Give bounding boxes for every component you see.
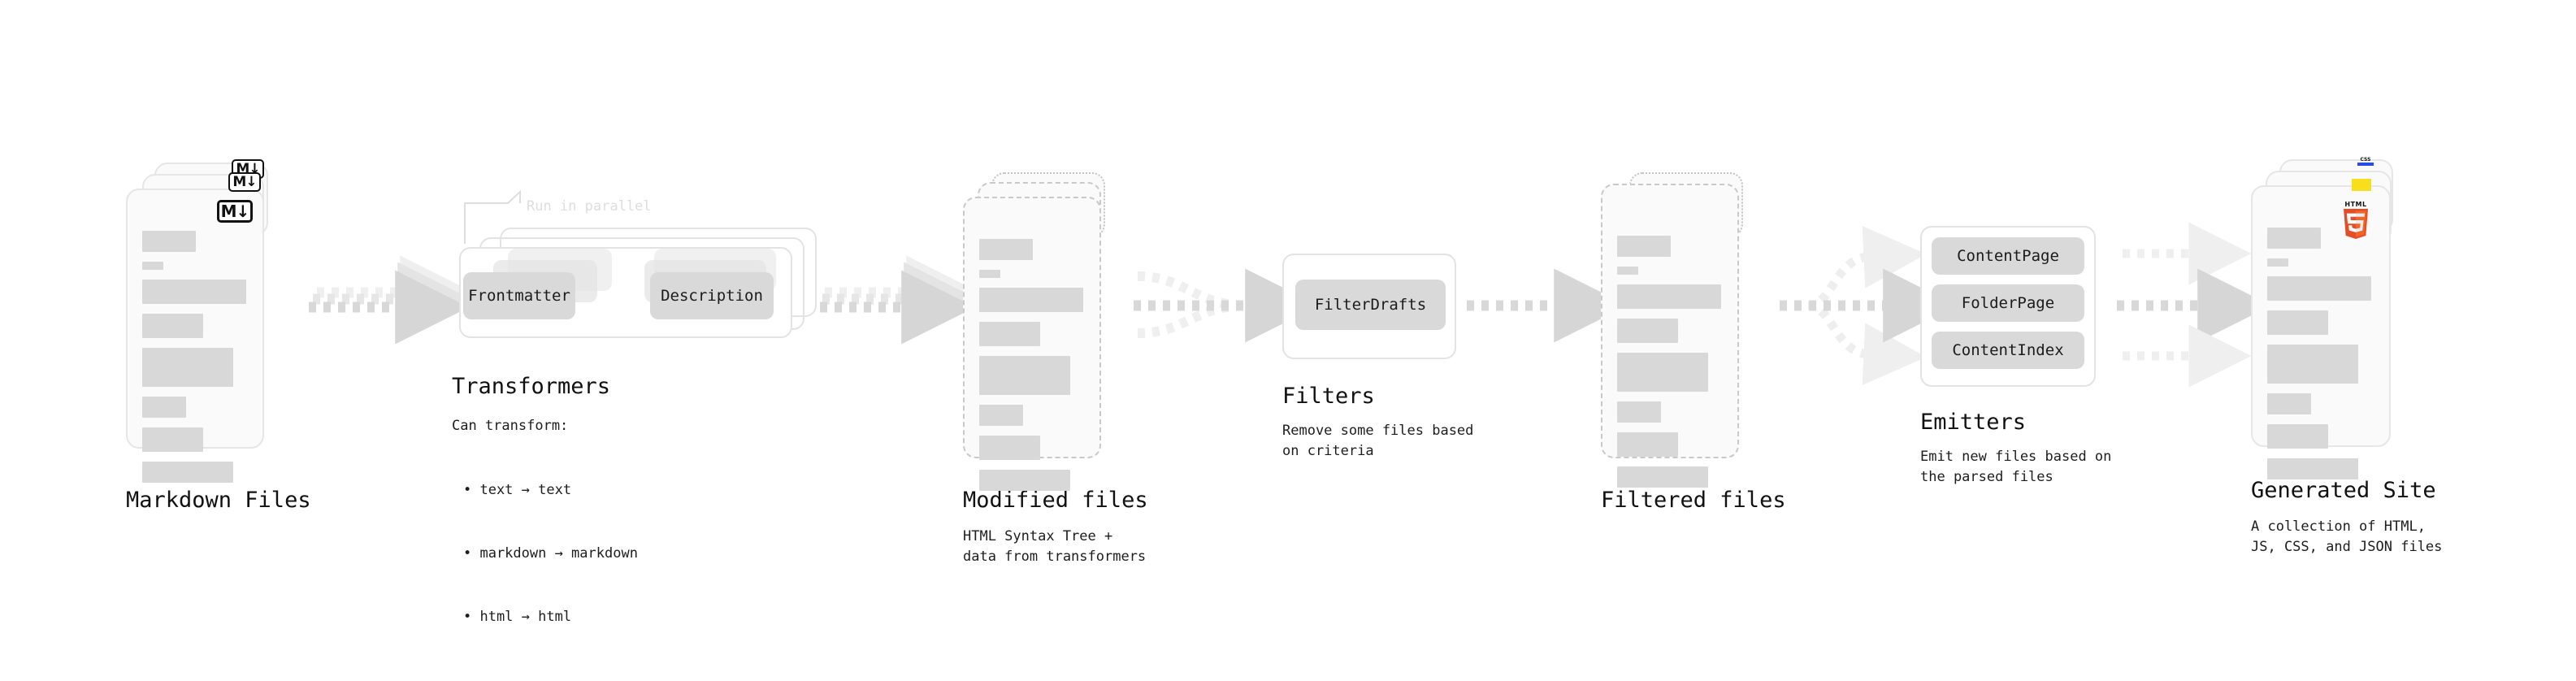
doc-bar: [1617, 267, 1638, 275]
bullet-markdown-to-markdown: • markdown → markdown: [463, 545, 638, 562]
run-in-parallel-annotation: Run in parallel: [527, 198, 652, 215]
modified-card-front: [963, 197, 1101, 491]
bullet-text-to-text: • text → text: [463, 482, 572, 498]
doc-bar: [1617, 353, 1708, 392]
arrow-modified-to-filters: [1134, 268, 1320, 343]
doc-bar: [2267, 258, 2288, 267]
transformer-chip-frontmatter[interactable]: Frontmatter: [463, 272, 575, 319]
stage-title-transformers: Transformers: [452, 374, 611, 399]
doc-bar: [979, 405, 1023, 426]
emitter-chip-contentindex[interactable]: ContentIndex: [1932, 332, 2084, 369]
doc-bar: [2267, 345, 2358, 384]
stage-title-markdown-files: Markdown Files: [126, 488, 311, 513]
stage-title-filters: Filters: [1282, 384, 1375, 409]
doc-bar: [979, 436, 1040, 460]
doc-bar: [142, 231, 196, 252]
html5-label: HTML: [2344, 201, 2367, 208]
doc-bar: [2267, 393, 2311, 414]
stage-title-emitters: Emitters: [1920, 410, 2027, 435]
bullet-html-to-html: • html → html: [463, 609, 572, 625]
doc-bar: [979, 356, 1070, 395]
doc-bar: [1617, 401, 1661, 423]
doc-bar: [979, 470, 1070, 491]
doc-bar: [142, 280, 246, 304]
generated-site-caption: A collection of HTML, JS, CSS, and JSON …: [2251, 518, 2443, 555]
transformers-caption-head: Can transform:: [452, 418, 569, 434]
arrow-transformers-to-modified: [820, 255, 981, 345]
filters-caption: Remove some files based on criteria: [1282, 423, 1474, 459]
transformer-chip-description[interactable]: Description: [650, 272, 774, 319]
css-underline: [2357, 163, 2374, 166]
doc-bar: [2267, 424, 2328, 449]
css-icon: CSS: [2357, 158, 2374, 166]
doc-bar: [1617, 284, 1721, 309]
markdown-badge: M↓: [228, 172, 261, 192]
doc-bar: [979, 239, 1033, 260]
doc-bar: [1617, 319, 1678, 343]
css-label: CSS: [2360, 157, 2371, 163]
doc-bar: [2267, 228, 2321, 249]
doc-bar: [1617, 466, 1708, 488]
site-card-front: [2251, 185, 2391, 479]
doc-bar: [142, 427, 203, 452]
filter-chip-filterdrafts[interactable]: FilterDrafts: [1295, 280, 1446, 330]
arrow-markdown-to-transformers: [309, 255, 475, 345]
doc-bar: [142, 397, 186, 418]
doc-bar: [979, 322, 1040, 346]
doc-bar: [1617, 236, 1671, 257]
arrow-filtered-to-emitters: [1780, 225, 1958, 386]
doc-bar: [1617, 432, 1678, 457]
stage-title-filtered-files: Filtered files: [1601, 488, 1786, 513]
html5-icon: HTML: [2342, 202, 2370, 241]
emitter-chip-folderpage[interactable]: FolderPage: [1932, 284, 2084, 322]
modified-files-caption: HTML Syntax Tree + data from transformer…: [963, 528, 1147, 565]
js-icon: [2352, 179, 2371, 191]
doc-bar: [142, 314, 203, 338]
markdown-badge: M↓: [217, 200, 253, 223]
emitters-caption: Emit new files based on the parsed files: [1920, 449, 2112, 485]
transformers-bullet-list: • text → text • markdown → markdown • ht…: [452, 437, 638, 670]
markdown-card-front: [126, 189, 264, 483]
stage-title-modified-files: Modified files: [963, 488, 1148, 513]
doc-bar: [2267, 458, 2358, 479]
stage-title-generated-site: Generated Site: [2251, 478, 2436, 503]
doc-bar: [979, 288, 1083, 312]
doc-bar: [2267, 276, 2371, 301]
arrow-emitters-to-site: [2117, 222, 2272, 388]
doc-bar: [142, 262, 163, 270]
doc-bar: [142, 348, 233, 387]
doc-bar: [979, 270, 1000, 278]
filtered-card-front: [1601, 184, 1739, 488]
emitter-chip-contentpage[interactable]: ContentPage: [1932, 237, 2084, 275]
doc-bar: [2267, 310, 2328, 335]
html5-shield: [2344, 209, 2368, 239]
doc-bar: [142, 462, 233, 483]
